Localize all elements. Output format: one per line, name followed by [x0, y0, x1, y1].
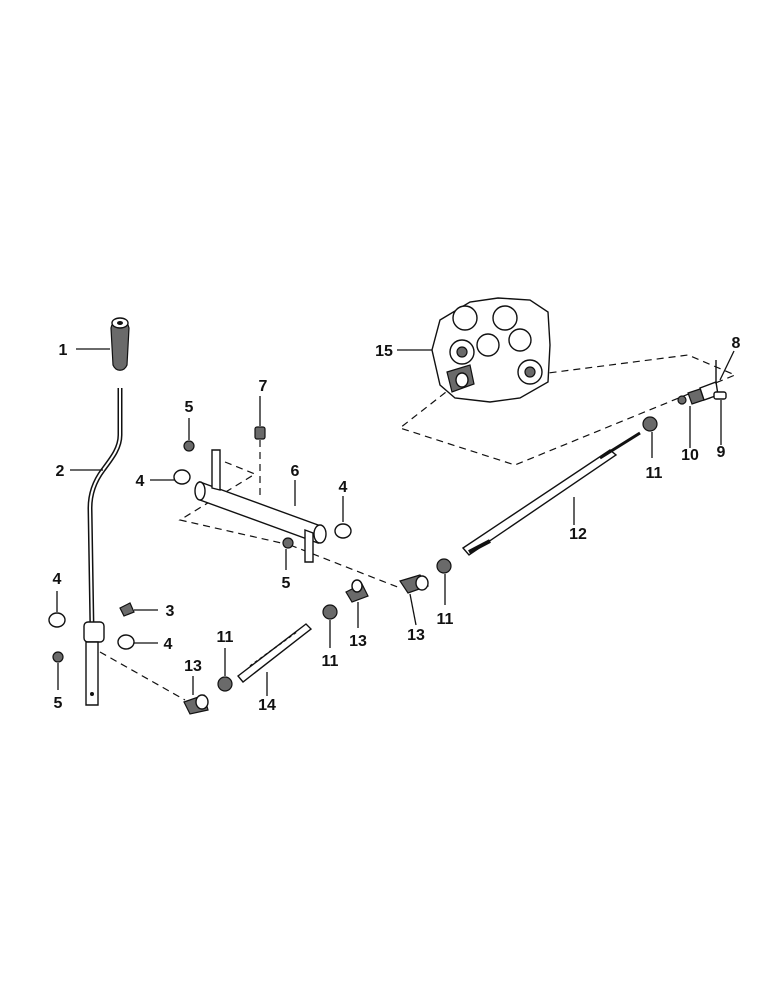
- part-short-rod: [236, 623, 313, 683]
- part-clevis-assembly: [677, 360, 727, 405]
- dashed-line-valve-loop: [398, 354, 737, 466]
- callout-6: 6: [291, 463, 300, 480]
- part-cross-shaft: [194, 449, 327, 563]
- callout-4-shaft-right: 4: [339, 479, 348, 496]
- part-jam-nuts: [217, 416, 658, 692]
- callout-13-middle: 13: [349, 633, 367, 650]
- part-nuts: [52, 440, 294, 663]
- callout-5-middle: 5: [282, 575, 291, 592]
- callout-5-lower: 5: [54, 695, 63, 712]
- callout-9: 9: [717, 444, 726, 461]
- part-knob: [110, 317, 130, 371]
- callout-4-lever-lower: 4: [164, 636, 173, 653]
- part-control-lever: [83, 388, 123, 706]
- dashed-line-lever-to-rod: [99, 651, 186, 701]
- callout-14: 14: [258, 697, 276, 714]
- callout-13-right: 13: [407, 627, 425, 644]
- part-grease-fitting: [119, 602, 135, 617]
- callout-13-lower: 13: [184, 658, 202, 675]
- callout-10: 10: [681, 447, 699, 464]
- part-bushings: [48, 469, 352, 650]
- callout-4-shaft-left: 4: [136, 473, 145, 490]
- callout-5-upper: 5: [185, 399, 194, 416]
- part-control-valve: [431, 297, 551, 403]
- part-shaft-grease-fitting: [254, 426, 266, 440]
- callout-1: 1: [59, 342, 68, 359]
- dashed-line-to-rod-end: [289, 544, 401, 589]
- callout-8: 8: [732, 335, 741, 352]
- callout-3: 3: [166, 603, 175, 620]
- callout-11-lower: 11: [217, 629, 234, 646]
- callout-12: 12: [569, 526, 587, 543]
- callout-15: 15: [375, 343, 393, 360]
- part-rod-ends: [183, 574, 429, 715]
- callout-4-lever-upper: 4: [53, 571, 62, 588]
- callout-2: 2: [56, 463, 65, 480]
- callout-7: 7: [259, 378, 268, 395]
- part-long-rod: [461, 431, 641, 556]
- leader-lines: [56, 348, 735, 696]
- callout-11-middle-right: 11: [437, 611, 454, 628]
- callout-labels: 1 2 3 4 4 4 4 5 5 5 6 7 8 9 10 11 11 11 …: [53, 335, 741, 714]
- callout-11-middle-left: 11: [322, 653, 339, 670]
- callout-11-top: 11: [646, 465, 663, 482]
